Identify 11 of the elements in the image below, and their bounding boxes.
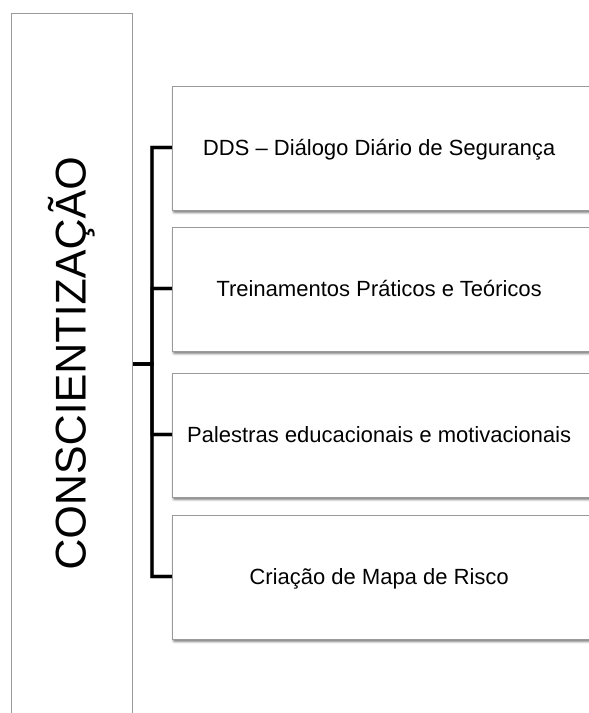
item-box bbox=[172, 227, 589, 352]
category-box bbox=[11, 13, 133, 713]
item-box bbox=[172, 373, 589, 498]
item-label: Treinamentos Práticos e Teóricos bbox=[215, 277, 543, 302]
bracket-connector bbox=[133, 362, 172, 578]
item-box bbox=[172, 515, 589, 640]
item-label: Palestras educacionais e motivacionais bbox=[186, 423, 572, 448]
item-label: Criação de Mapa de Risco bbox=[248, 565, 510, 590]
item-label: DDS – Diálogo Diário de Segurança bbox=[202, 136, 556, 161]
vertical-label: CONSCIENTIZAÇÃO bbox=[48, 156, 96, 570]
item-box bbox=[172, 86, 589, 211]
